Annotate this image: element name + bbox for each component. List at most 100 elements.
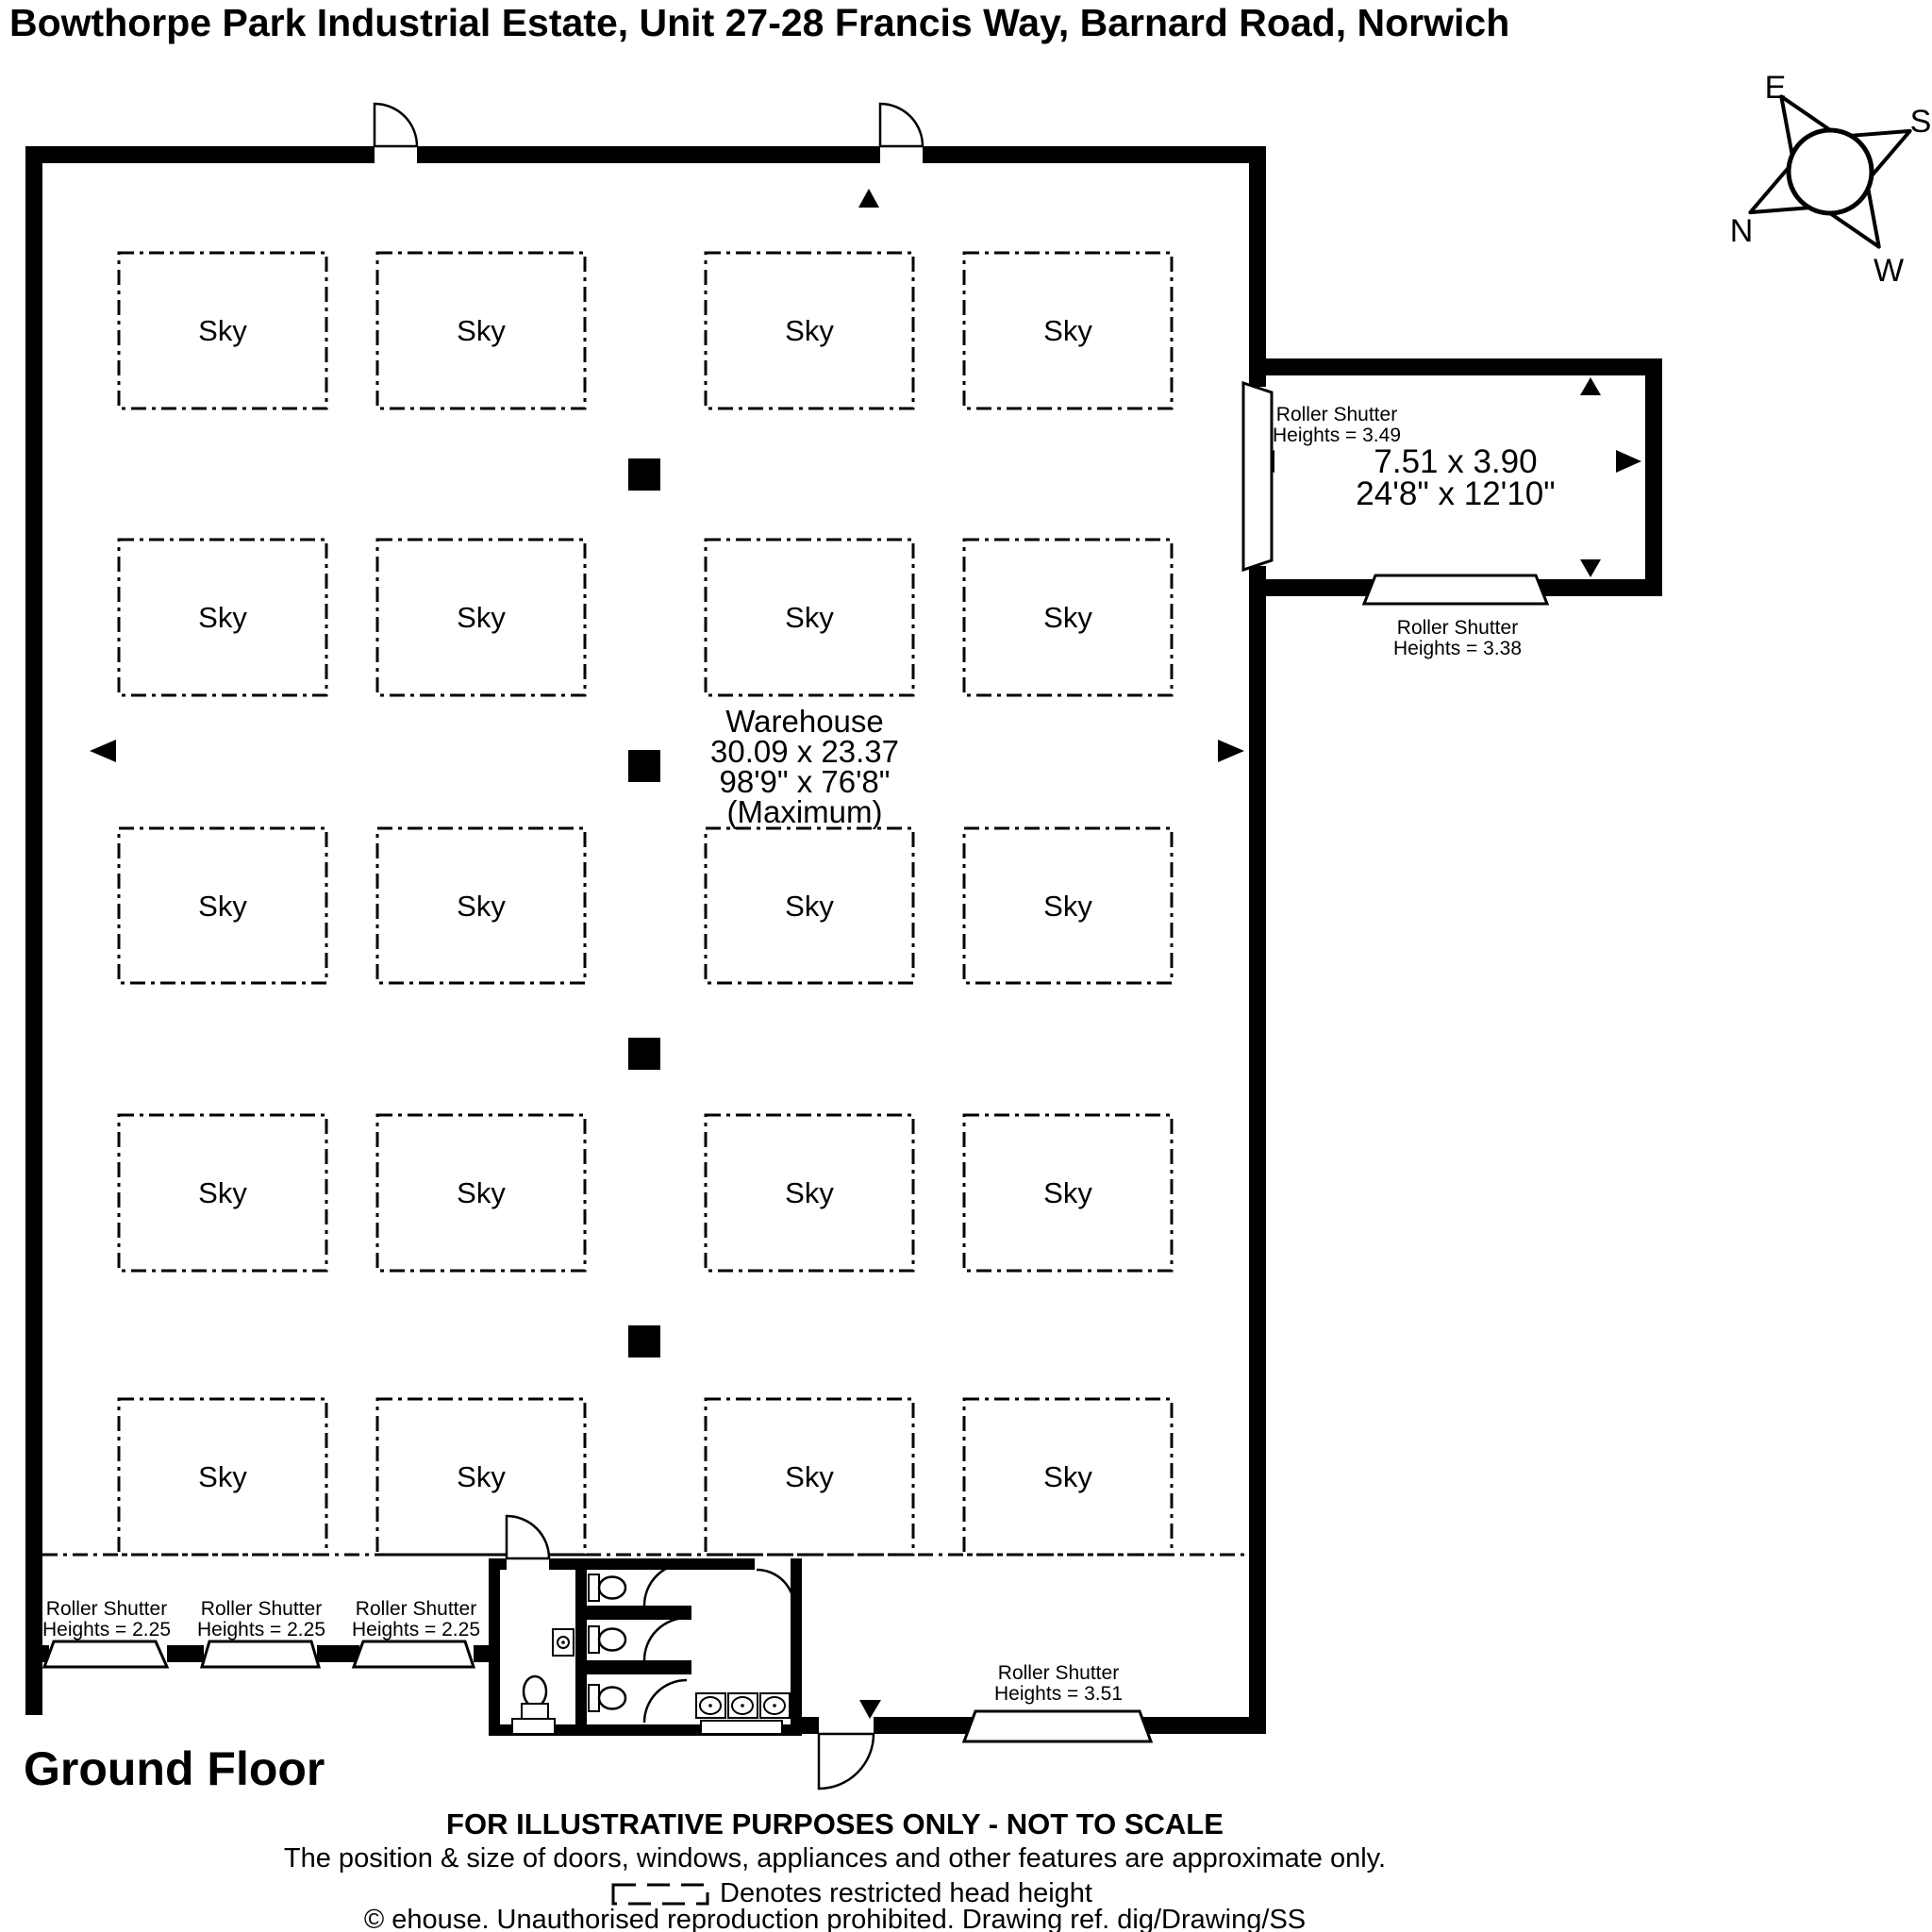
skylight-label: Sky (1043, 890, 1092, 923)
footer-approximate-note: The position & size of doors, windows, a… (284, 1843, 1386, 1874)
skylight (962, 538, 1174, 697)
annex-arrow-down-icon (1580, 559, 1601, 577)
door-swing (817, 1732, 875, 1790)
door-swing (878, 102, 924, 148)
annex-wall-bottom (1249, 579, 1374, 596)
roller-shutter (351, 1640, 476, 1669)
skylights: Sky Sky Sky Sky Sky Sky Sky Sky Sky Sky … (117, 251, 1174, 1557)
arrow-left-icon (90, 740, 116, 762)
skylight-label: Sky (457, 601, 506, 634)
skylight (704, 251, 915, 410)
arrow-up-icon (858, 189, 879, 208)
shutter-height: Heights = 2.25 (352, 1619, 480, 1641)
skylight (704, 1113, 915, 1273)
shutter-label: Roller Shutter (998, 1662, 1119, 1684)
skylight-label: Sky (198, 890, 247, 923)
dimension-arrows (90, 189, 1641, 1719)
shutter-height: Heights = 3.38 (1393, 638, 1522, 659)
skylight-label: Sky (198, 1460, 247, 1493)
annex-arrow-up-icon (1580, 377, 1601, 395)
annex-arrow-right-icon (1616, 450, 1641, 473)
skylight (375, 1113, 587, 1273)
annex-room: Roller Shutter Heights = 3.49 7.51 x 3.9… (1241, 380, 1556, 659)
shutter-label: Roller Shutter (201, 1598, 322, 1620)
room-size-imperial: 98'9" x 76'8" (720, 764, 891, 799)
sink-counter (700, 1720, 783, 1735)
toilet-block (489, 1514, 802, 1736)
skylight (375, 538, 587, 697)
skylight-label: Sky (457, 314, 506, 347)
sinks (695, 1692, 791, 1735)
shutter-height: Heights = 2.25 (42, 1619, 171, 1641)
cubicle-door-arc (642, 1678, 688, 1724)
skylight (117, 1113, 328, 1273)
shutter-height: Heights = 3.49 (1273, 425, 1401, 446)
skylight (962, 826, 1174, 985)
footer-legend: Denotes restricted head height (720, 1878, 1092, 1908)
skylight (117, 251, 328, 410)
annex-size-imperial: 24'8" x 12'10" (1356, 475, 1555, 512)
skylight (375, 826, 587, 985)
structural-columns (628, 458, 660, 1357)
annex-size-metric: 7.51 x 3.90 (1374, 443, 1537, 480)
wall-segment (549, 1558, 755, 1570)
wall-segment (791, 1558, 802, 1736)
wall-segment (923, 146, 1266, 163)
urinal-icon (552, 1628, 575, 1657)
skylight (704, 826, 915, 985)
arrow-down-icon (859, 1700, 881, 1719)
compass-circle (1786, 127, 1874, 216)
compass-label-west: W (1874, 253, 1904, 289)
column (628, 458, 660, 491)
roller-shutter-annex-side (1241, 380, 1274, 573)
compass-label-east: E (1765, 70, 1787, 106)
arrow-right-icon (1218, 740, 1244, 762)
annex-wall-right (1645, 358, 1662, 596)
skylight (117, 1397, 328, 1557)
skylight (962, 251, 1174, 410)
roller-shutter-annex-front (1361, 574, 1550, 606)
shutter-label: Roller Shutter (1397, 617, 1518, 639)
skylight (375, 1397, 587, 1557)
cubicle-divider (585, 1660, 691, 1674)
skylight (962, 1397, 1174, 1557)
room-size-qualifier: (Maximum) (727, 794, 883, 829)
room-size-metric: 30.09 x 23.37 (710, 734, 899, 769)
roller-shutter (961, 1709, 1154, 1743)
wall-segment-bottom (317, 1645, 359, 1662)
shutter-label: Roller Shutter (1276, 404, 1397, 425)
wc-icon (511, 1674, 556, 1735)
door-swing (505, 1514, 551, 1560)
toilet-icon (588, 1625, 627, 1654)
roller-shutter (42, 1640, 170, 1669)
skylight-label: Sky (785, 314, 834, 347)
restricted-head-height-symbol (611, 1883, 709, 1906)
skylight-label: Sky (198, 314, 247, 347)
walls (25, 146, 1662, 1734)
column (628, 1038, 660, 1070)
shutter-label: Roller Shutter (46, 1598, 167, 1620)
wall-segment-right-lower (1249, 566, 1266, 1734)
wall-segment (25, 146, 375, 163)
roller-shutter-bottom-right: Roller Shutter Heights = 3.51 (961, 1662, 1154, 1743)
wall-segment-bottom (874, 1717, 975, 1734)
warehouse-dimensions: Warehouse 30.09 x 23.37 98'9" x 76'8" (M… (710, 704, 899, 829)
skylight-label: Sky (1043, 1460, 1092, 1493)
wall-segment (489, 1558, 500, 1736)
toilet-icon (588, 1574, 627, 1602)
skylight-label: Sky (198, 601, 247, 634)
footer: FOR ILLUSTRATIVE PURPOSES ONLY - NOT TO … (284, 1807, 1386, 1932)
wall-segment-bottom (802, 1717, 819, 1734)
cubicle-door-arc (642, 1616, 688, 1661)
annex-wall-bottom (1538, 579, 1662, 596)
skylight-label: Sky (785, 890, 834, 923)
wall-segment-right-upper (1249, 146, 1266, 387)
skylight (117, 826, 328, 985)
skylight (375, 251, 587, 410)
wall-segment-left (25, 146, 42, 1715)
skylight (962, 1113, 1174, 1273)
skylight-label: Sky (785, 1176, 834, 1209)
skylight-label: Sky (785, 1460, 834, 1493)
wall-segment (575, 1569, 587, 1724)
roller-shutters-left: Roller Shutter Heights = 2.25 Roller Shu… (42, 1598, 480, 1669)
